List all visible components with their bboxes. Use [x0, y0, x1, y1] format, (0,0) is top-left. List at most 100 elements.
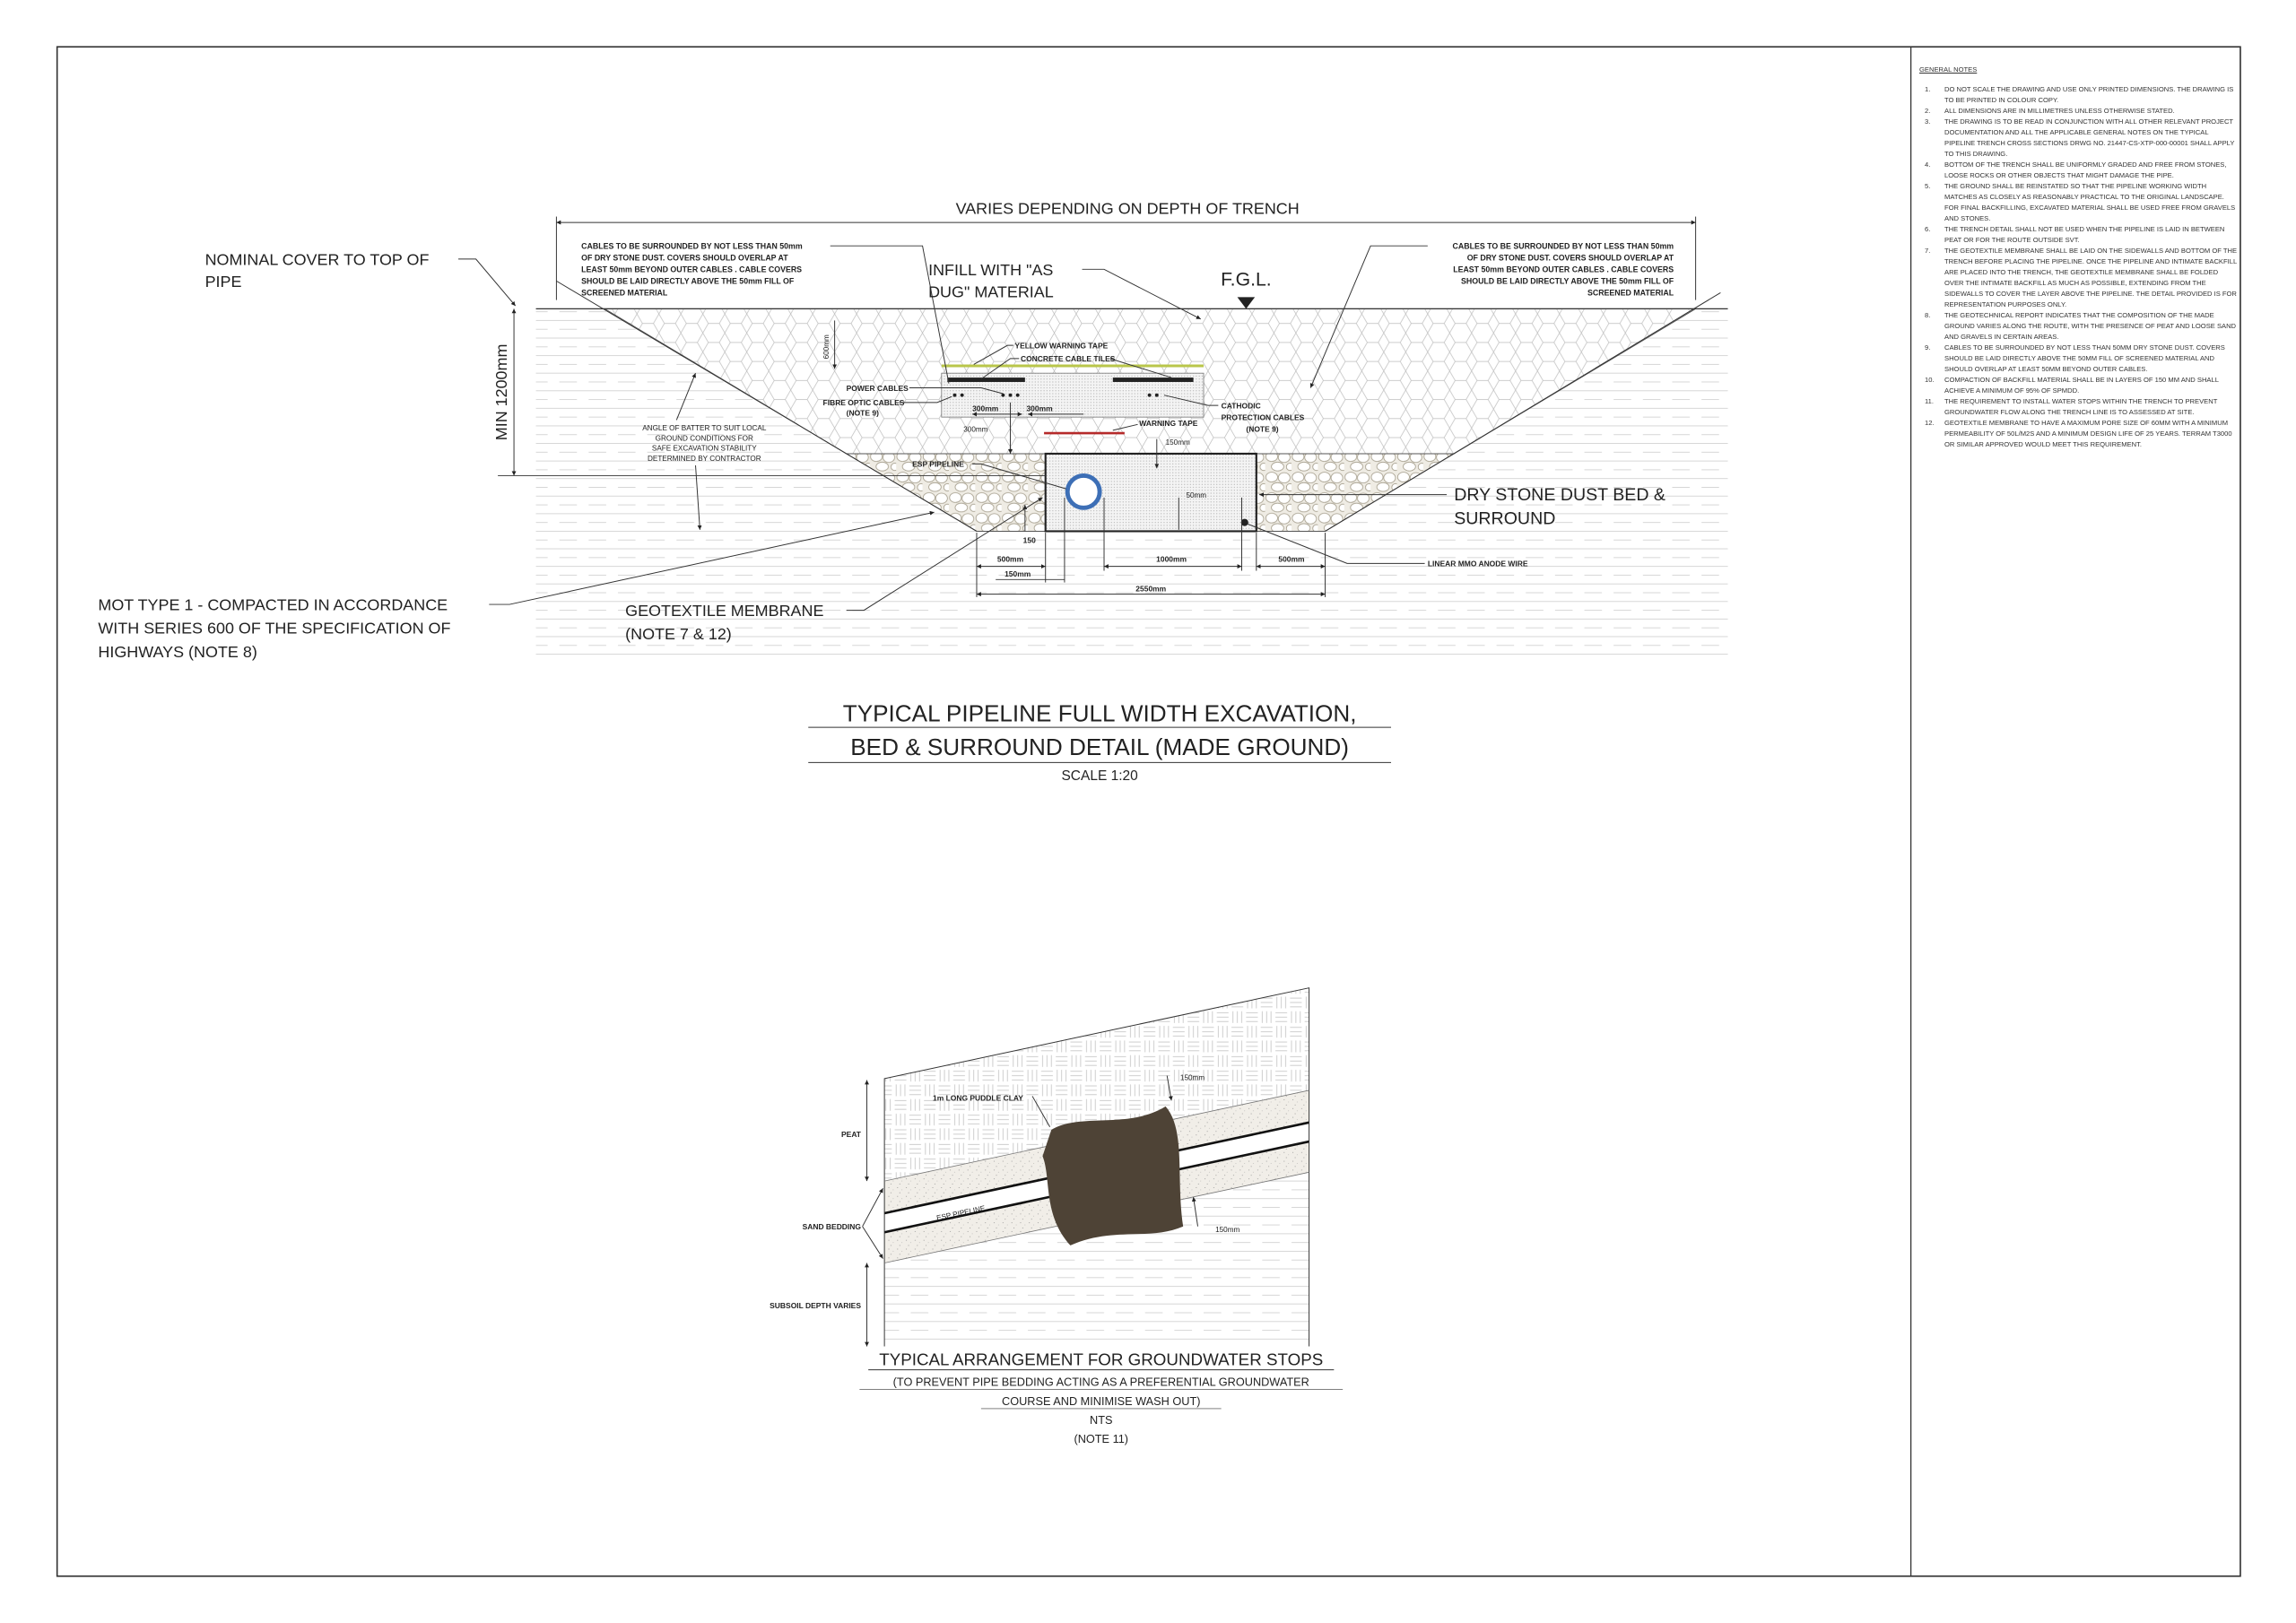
note-line: OF DRY STONE DUST. COVERS SHOULD OVERLAP…: [581, 254, 788, 263]
leader-line: [1109, 358, 1172, 378]
general-notes-panel: GENERAL NOTES 1.DO NOT SCALE THE DRAWING…: [1919, 65, 2238, 450]
note-text: CABLES TO BE SURROUNDED BY NOT LESS THAN…: [1944, 343, 2225, 373]
dim-150-label: 150: [1023, 536, 1036, 545]
note-line: CABLES TO BE SURROUNDED BY NOT LESS THAN…: [1453, 241, 1674, 250]
spacing-300-c: 300mm: [963, 425, 987, 433]
fibre-optic-note: (NOTE 9): [847, 409, 879, 418]
note-number: 12.: [1925, 419, 1935, 427]
leader-line: [675, 373, 696, 421]
label-line: WITH SERIES 600 OF THE SPECIFICATION OF: [98, 620, 450, 638]
leader-line: [846, 497, 1043, 612]
power-cable: [1008, 393, 1013, 397]
note-text: COMPACTION OF BACKFILL MATERIAL SHALL BE…: [1944, 376, 2219, 395]
dim-2550-label: 2550mm: [1135, 584, 1166, 593]
note-line: SCREENED MATERIAL: [581, 289, 668, 298]
leader-line: [489, 510, 935, 605]
power-cable: [1001, 393, 1005, 397]
note-text: THE GEOTEXTILE MEMBRANE SHALL BE LAID ON…: [1944, 247, 2238, 308]
esp-pipe: [1065, 473, 1102, 510]
puddle-clay-plug: [1042, 1106, 1184, 1245]
dim-150-bottom: [1191, 1196, 1198, 1227]
esp-pipeline-label: ESP PIPELINE: [912, 460, 964, 469]
leader-line: [1031, 1096, 1051, 1127]
label-line: DETERMINED BY CONTRACTOR: [648, 455, 761, 463]
note-number: 3.: [1925, 117, 1931, 126]
fibre-optic-cable: [960, 393, 964, 397]
note-number: 10.: [1925, 376, 1935, 384]
cathodic-label: CATHODIC: [1222, 401, 1261, 410]
cable-note-right: CABLES TO BE SURROUNDED BY NOT LESS THAN…: [1309, 241, 1674, 388]
note-text: THE REQUIREMENT TO INSTALL WATER STOPS W…: [1944, 397, 2218, 416]
cathodic-note: (NOTE 9): [1246, 424, 1278, 433]
mot-type1-label: MOT TYPE 1 - COMPACTED IN ACCORDANCE WIT…: [98, 510, 935, 661]
general-note-item: 4.BOTTOM OF THE TRENCH SHALL BE UNIFORML…: [1919, 160, 2238, 181]
note-number: 6.: [1925, 225, 1931, 233]
note-number: 11.: [1925, 397, 1934, 405]
leader-line: [899, 395, 952, 404]
cathodic-cable: [1154, 393, 1159, 397]
dim-150mm-top-label: 150mm: [1180, 1073, 1205, 1081]
fibre-optic-label: FIBRE OPTIC CABLES: [823, 398, 905, 407]
varies-label: VARIES DEPENDING ON DEPTH OF TRENCH: [956, 199, 1300, 217]
dim-150-top: [1166, 1075, 1173, 1101]
subtitle-line: (TO PREVENT PIPE BEDDING ACTING AS A PRE…: [893, 1376, 1309, 1389]
note-line: CABLES TO BE SURROUNDED BY NOT LESS THAN…: [581, 241, 803, 250]
note-text: DO NOT SCALE THE DRAWING AND USE ONLY PR…: [1944, 85, 2234, 104]
note-line: LEAST 50mm BEYOND OUTER CABLES . CABLE C…: [581, 265, 802, 274]
600mm-label: 600mm: [822, 334, 831, 359]
general-note-item: 3. THE DRAWING IS TO BE READ IN CONJUNCTI…: [1919, 117, 2238, 160]
general-note-item: 1. DO NOT SCALE THE DRAWING AND USE ONLY …: [1919, 84, 2238, 106]
dim-50mm-label: 50mm: [1186, 491, 1206, 499]
right-batter-line: [1325, 292, 1721, 532]
leader-line: [862, 1226, 883, 1259]
leader-line: [1163, 395, 1219, 406]
warning-tape-label: WARNING TAPE: [1139, 419, 1198, 428]
puddle-clay-label: 1m LONG PUDDLE CLAY: [933, 1093, 1023, 1102]
power-cable: [1015, 393, 1020, 397]
cathodic-label: PROTECTION CABLES: [1222, 412, 1305, 421]
power-cables-label: POWER CABLES: [847, 384, 909, 393]
label-line: PIPE: [205, 273, 242, 291]
fgl-label: F.G.L.: [1221, 269, 1272, 290]
groundwater-stop-title: TYPICAL ARRANGEMENT FOR GROUNDWATER STOP…: [859, 1350, 1344, 1445]
subtitle-line: COURSE AND MINIMISE WASH OUT): [1002, 1394, 1200, 1408]
scale-label: SCALE 1:20: [1061, 768, 1138, 784]
dim-150mm-bottom-label: 150mm: [1215, 1226, 1239, 1234]
sheet-border: [56, 46, 2241, 1577]
trench-detail-title: TYPICAL PIPELINE FULL WIDTH EXCAVATION, …: [808, 700, 1392, 784]
geotextile-label: GEOTEXTILE MEMBRANE (NOTE 7 & 12): [625, 497, 1043, 643]
general-note-item: 11. THE REQUIREMENT TO INSTALL WATER STOP…: [1919, 396, 2238, 418]
anode-wire: [1240, 518, 1248, 526]
section-outline: [883, 987, 1310, 1347]
left-batter-line: [556, 280, 978, 532]
general-note-item: 7.THE GEOTEXTILE MEMBRANE SHALL BE LAID …: [1919, 246, 2238, 310]
leader-line: [862, 1188, 883, 1227]
note-line: SCREENED MATERIAL: [1587, 289, 1674, 298]
peat-layer: [884, 987, 1309, 1182]
groundwater-stop-detail: 1m LONG PUDDLE CLAY 150mm 150mm ESP PIPE…: [770, 987, 1344, 1445]
cable-note-left: CABLES TO BE SURROUNDED BY NOT LESS THAN…: [581, 241, 950, 384]
leader-line: [980, 358, 1020, 380]
nominal-cover-label: NOMINAL COVER TO TOP OF PIPE: [205, 250, 517, 307]
dim-150mm-label: 150mm: [1004, 569, 1031, 578]
note-text: THE DRAWING IS TO BE READ IN CONJUNCTION…: [1944, 117, 2235, 158]
leader-line: [458, 258, 517, 307]
label-line: GEOTEXTILE MEMBRANE: [625, 602, 823, 620]
concrete-cable-tile: [947, 378, 1025, 382]
nts-label: NTS: [1090, 1413, 1112, 1427]
label-line: MOT TYPE 1 - COMPACTED IN ACCORDANCE: [98, 596, 448, 614]
leader-line: [1309, 245, 1428, 388]
note-number: 1.: [1925, 85, 1931, 93]
note-text: BOTTOM OF THE TRENCH SHALL BE UNIFORMLY …: [1944, 161, 2227, 179]
note-number: 5.: [1925, 182, 1931, 190]
note-text: THE GEOTECHNICAL REPORT INDICATES THAT T…: [1944, 311, 2237, 341]
note-line: SHOULD BE LAID DIRECTLY ABOVE THE 50mm F…: [581, 277, 795, 286]
general-note-item: 2.ALL DIMENSIONS ARE IN MILLIMETRES UNLE…: [1919, 106, 2238, 117]
label-line: DRY STONE DUST BED &: [1454, 485, 1665, 505]
infill-label: INFILL WITH "AS DUG" MATERIAL: [928, 261, 1201, 320]
note-text: ALL DIMENSIONS ARE IN MILLIMETRES UNLESS…: [1944, 107, 2175, 115]
note-reference: (NOTE 11): [1074, 1432, 1128, 1445]
note-line: LEAST 50mm BEYOND OUTER CABLES . CABLE C…: [1453, 265, 1674, 274]
